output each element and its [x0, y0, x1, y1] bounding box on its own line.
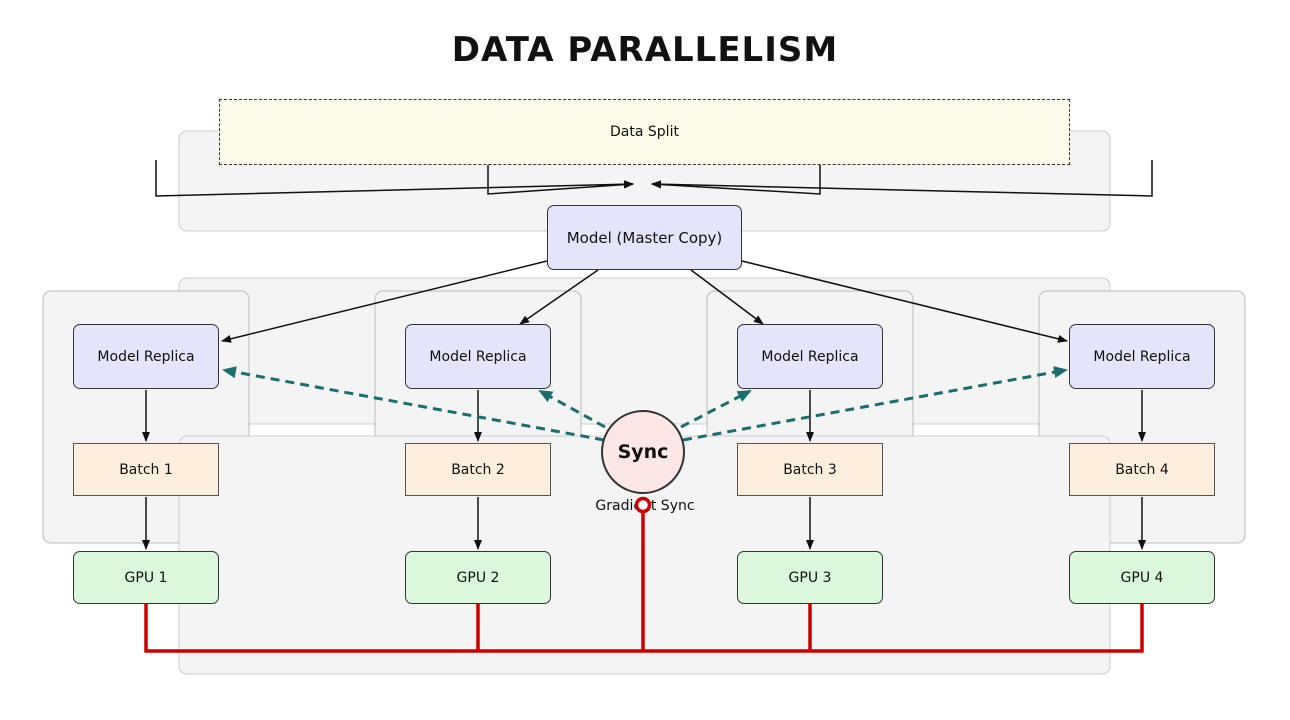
- model-replica-4: Model Replica: [1069, 324, 1215, 389]
- master-to-replica-2: [519, 269, 599, 325]
- sync-to-replica-3: [680, 389, 752, 429]
- split-connectors: [155, 160, 1153, 197]
- split-line-1: [155, 160, 634, 197]
- batch-1: Batch 1: [73, 443, 219, 496]
- batch-2: Batch 2: [405, 443, 551, 496]
- gradient-bus: [144, 509, 1144, 653]
- master-model-box: Model (Master Copy): [547, 205, 742, 270]
- model-replica-2: Model Replica: [405, 324, 551, 389]
- sync-node: Sync: [601, 410, 685, 494]
- sync-to-replica-4: [682, 366, 1068, 442]
- gpu-4: GPU 4: [1069, 551, 1215, 604]
- split-line-4: [651, 160, 1153, 197]
- data-split-box: Data Split: [219, 99, 1070, 165]
- model-replica-1: Model Replica: [73, 324, 219, 389]
- batch-3: Batch 3: [737, 443, 883, 496]
- model-replica-3: Model Replica: [737, 324, 883, 389]
- sync-arrows: [222, 366, 1068, 442]
- sync-port: [634, 496, 652, 514]
- master-to-replica-3: [690, 269, 764, 325]
- worker-arrows: [142, 390, 1146, 550]
- gpu-2: GPU 2: [405, 551, 551, 604]
- batch-4: Batch 4: [1069, 443, 1215, 496]
- master-to-replica-1: [221, 260, 548, 343]
- sync-to-replica-1: [222, 366, 605, 442]
- split-line-3: [651, 160, 821, 195]
- sync-port-ring: [634, 496, 652, 514]
- page-title: DATA PARALLELISM: [451, 30, 839, 70]
- gpu-1: GPU 1: [73, 551, 219, 604]
- split-line-2: [487, 160, 634, 195]
- sync-to-replica-2: [538, 389, 606, 429]
- gpu-3: GPU 3: [737, 551, 883, 604]
- distribute-arrows: [221, 260, 1068, 343]
- master-to-replica-4: [741, 260, 1068, 343]
- panel-middle: [178, 277, 1111, 425]
